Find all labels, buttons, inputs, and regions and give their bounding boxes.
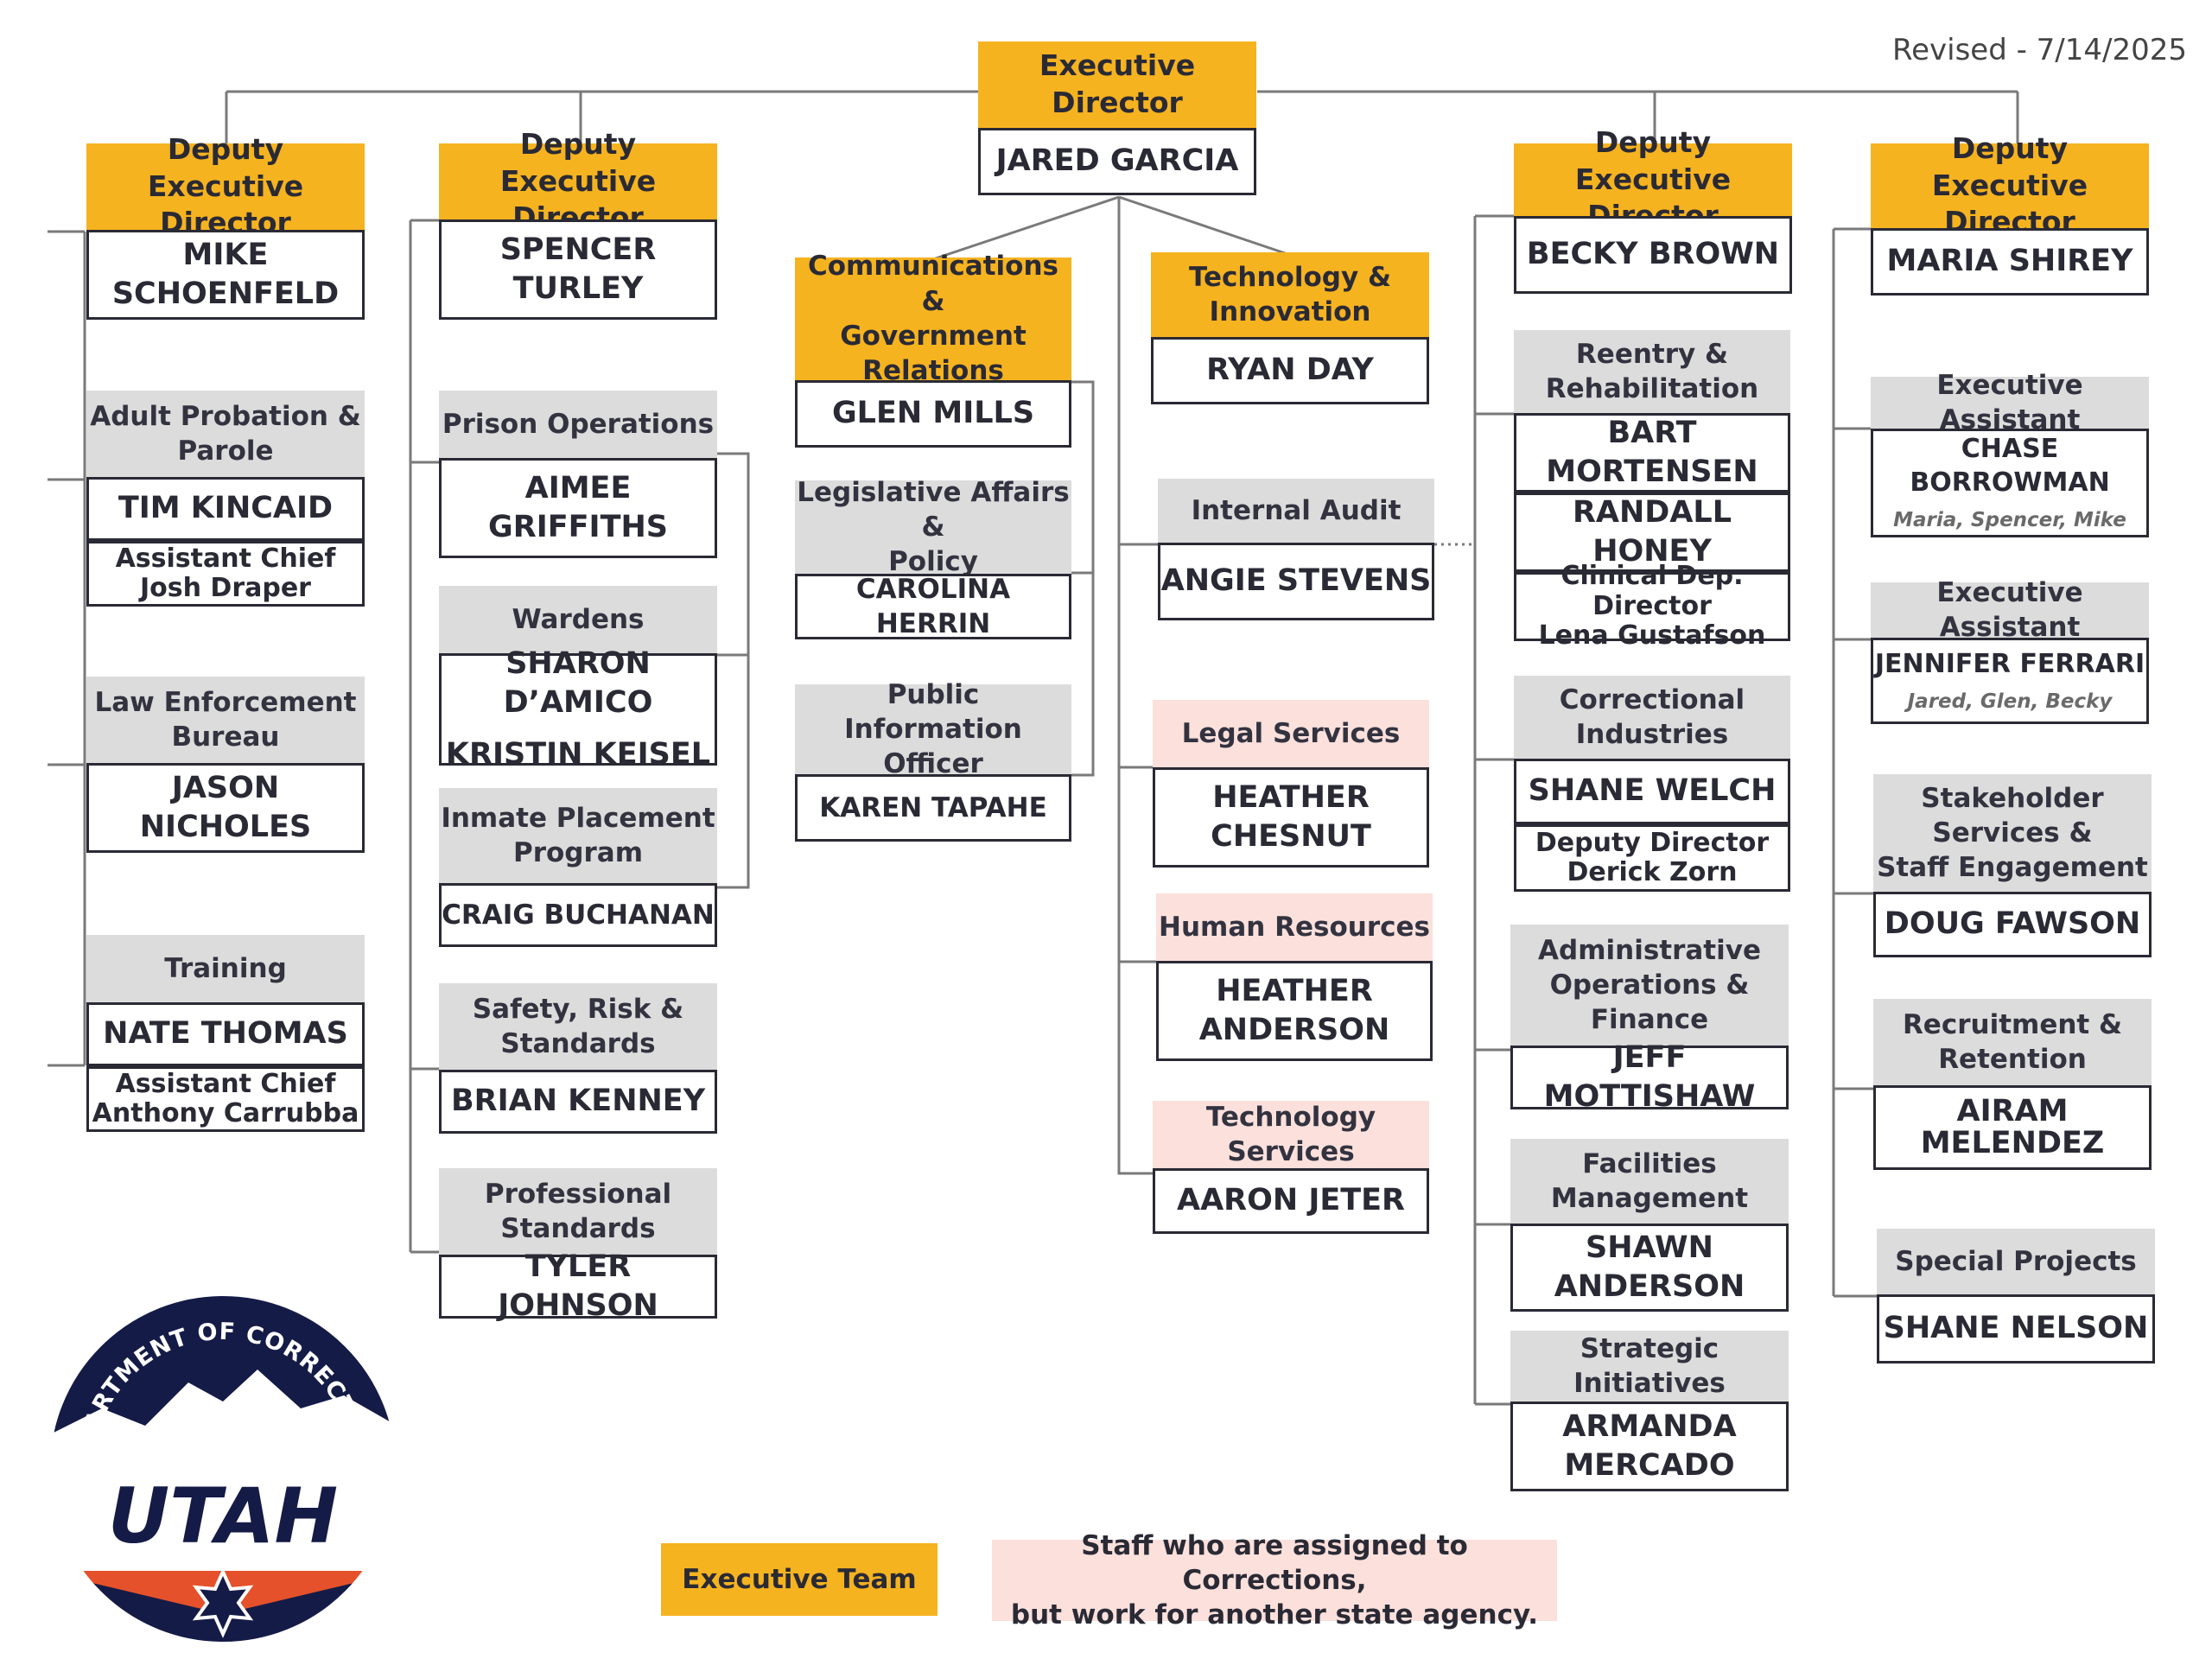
prison-operations-title: Prison Operations	[439, 391, 717, 458]
stakeholder-services-title: Stakeholder Services & Staff Engagement	[1873, 774, 2152, 892]
reentry-name-2: RANDALL HONEY	[1514, 493, 1790, 572]
admin-operations-name: JEFF MOTTISHAW	[1510, 1040, 1789, 1114]
legislative-affairs-name: CAROLINA HERRIN	[795, 574, 1071, 639]
reentry-title: Reentry & Rehabilitation	[1514, 330, 1790, 413]
human-resources-name: HEATHER ANDERSON	[1156, 961, 1433, 1061]
legal-services-name: HEATHER CHESNUT	[1153, 767, 1429, 868]
technology-innovation-title: Technology & Innovation	[1151, 252, 1429, 337]
inmate-placement-name: CRAIG BUCHANAN	[439, 883, 717, 947]
inmate-placement-title: Inmate Placement Program	[439, 788, 717, 883]
exec-assistant-1-name: CHASE BORROWMAN	[1910, 434, 2110, 499]
exec-assistant-2-box: JENNIFER FERRARI Jared, Glen, Becky	[1871, 638, 2149, 724]
col6-deputy-title: Deputy Executive Director	[1871, 131, 2149, 238]
technology-innovation-name: RYAN DAY	[1151, 337, 1429, 404]
exec-assistant-1-box: CHASE BORROWMAN Maria, Spencer, Mike	[1871, 429, 2149, 537]
col6-deputy-name: MARIA SHIREY	[1871, 228, 2149, 296]
col2-deputy-title: Deputy Executive Director	[439, 127, 717, 234]
logo-utah-text: UTAH	[108, 1471, 338, 1560]
wardens-title: Wardens	[439, 586, 717, 653]
revised-date: Revised - 7/14/2025	[1892, 33, 2188, 67]
adult-probation-title: Adult Probation & Parole	[86, 391, 365, 477]
professional-standards-title: Professional Standards	[439, 1168, 717, 1255]
warden-name-2: KRISTIN KEISEL	[445, 736, 711, 772]
adult-probation-sub: Assistant Chief Josh Draper	[86, 541, 365, 607]
executive-director-title: Executive Director	[978, 41, 1256, 128]
human-resources-title: Human Resources	[1156, 893, 1433, 961]
executive-director-name: JARED GARCIA	[978, 128, 1256, 195]
facilities-title: Facilities Management	[1510, 1139, 1789, 1224]
col2-deputy-name: SPENCER TURLEY	[439, 219, 717, 320]
exec-assistant-2-title: Executive Assistant	[1871, 577, 2149, 643]
exec-assistant-2-name: JENNIFER FERRARI	[1874, 648, 2145, 679]
communications-title: Communications & Government Relations	[795, 251, 1071, 386]
col1-deputy-title: Deputy Executive Director	[86, 132, 365, 239]
strategic-initiatives-title: Strategic Initiatives	[1510, 1331, 1789, 1402]
legislative-affairs-title: Legislative Affairs & Policy	[795, 477, 1071, 577]
exec-assistant-2-sub: Jared, Glen, Becky	[1907, 690, 2113, 713]
law-enforcement-name: JASON NICHOLES	[86, 763, 365, 853]
correctional-industries-sub: Deputy Director Derick Zorn	[1514, 824, 1790, 892]
safety-risk-name: BRIAN KENNEY	[439, 1070, 717, 1134]
internal-audit-title: Internal Audit	[1158, 479, 1434, 543]
col5-deputy-title: Deputy Executive Director	[1514, 125, 1792, 232]
reentry-name-1: BART MORTENSEN	[1514, 413, 1790, 493]
wardens-names: SHARON D’AMICO KRISTIN KEISEL	[439, 646, 717, 772]
col1-deputy-name: MIKE SCHOENFELD	[86, 230, 365, 320]
correctional-industries-name: SHANE WELCH	[1514, 759, 1790, 824]
special-projects-title: Special Projects	[1877, 1229, 2155, 1294]
law-enforcement-title: Law Enforcement Bureau	[86, 677, 365, 763]
communications-name: GLEN MILLS	[795, 380, 1071, 448]
facilities-name: SHAWN ANDERSON	[1510, 1224, 1789, 1312]
legend-other-agency: Staff who are assigned to Corrections, b…	[992, 1530, 1557, 1630]
recruitment-name: AIRAM MELENDEZ	[1873, 1085, 2152, 1170]
reentry-sub: Clinical Dep. Director Lena Gustafson	[1514, 562, 1790, 651]
training-sub: Assistant Chief Anthony Carrubba	[86, 1066, 365, 1132]
public-information-title: Public Information Officer	[795, 679, 1071, 779]
recruitment-title: Recruitment & Retention	[1873, 999, 2152, 1085]
technology-services-name: AARON JETER	[1153, 1168, 1429, 1234]
col5-deputy-name: BECKY BROWN	[1514, 216, 1792, 294]
training-name: NATE THOMAS	[86, 1002, 365, 1066]
prison-operations-name: AIMEE GRIFFITHS	[439, 458, 717, 558]
public-information-name: KAREN TAPAHE	[795, 774, 1071, 842]
warden-name-1: SHARON D’AMICO	[503, 645, 653, 721]
adult-probation-name: TIM KINCAID	[86, 477, 365, 541]
professional-standards-name: TYLER JOHNSON	[439, 1249, 717, 1323]
training-title: Training	[86, 935, 365, 1002]
safety-risk-title: Safety, Risk & Standards	[439, 983, 717, 1070]
technology-services-title: Technology Services	[1153, 1101, 1429, 1168]
legal-services-title: Legal Services	[1153, 700, 1429, 767]
exec-assistant-1-sub: Maria, Spencer, Mike	[1893, 509, 2126, 532]
legend-executive-team: Executive Team	[661, 1543, 938, 1616]
special-projects-name: SHANE NELSON	[1877, 1294, 2155, 1363]
correctional-industries-title: Correctional Industries	[1514, 676, 1790, 759]
utah-corrections-logo: DEPARTMENT OF CORRECTIONS UTAH	[31, 1267, 404, 1654]
stakeholder-services-name: DOUG FAWSON	[1873, 892, 2152, 957]
exec-assistant-1-title: Executive Assistant	[1871, 370, 2149, 435]
admin-operations-title: Administrative Operations & Finance	[1510, 925, 1789, 1046]
strategic-initiatives-name: ARMANDA MERCADO	[1510, 1402, 1789, 1491]
internal-audit-name: ANGIE STEVENS	[1158, 543, 1434, 620]
